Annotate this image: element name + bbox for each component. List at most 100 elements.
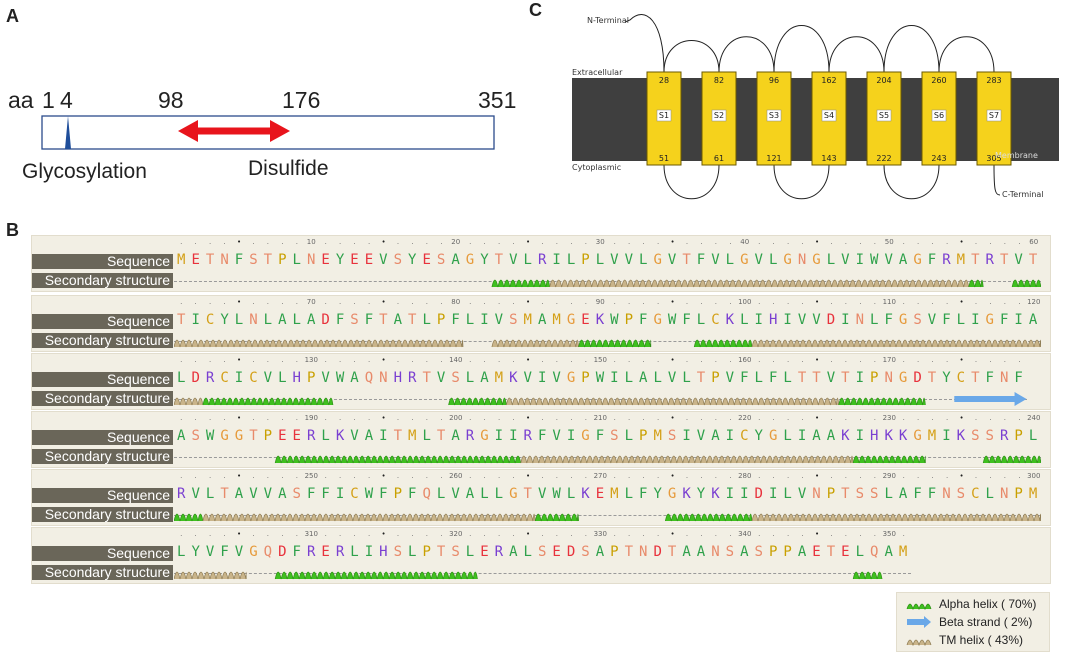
residue: W: [552, 486, 561, 502]
residue: K: [956, 428, 966, 444]
ruler-mark: 80: [451, 298, 461, 306]
ruler-mark: .: [512, 298, 515, 306]
residue: L: [278, 370, 287, 386]
ruler-mark: •: [525, 238, 531, 246]
residue: G: [667, 486, 677, 502]
residue: L: [740, 312, 749, 328]
ruler-mark: •: [959, 356, 964, 364]
ruler-mark: .: [758, 356, 761, 364]
ruler-mark: 110: [882, 298, 896, 306]
residue: L: [177, 370, 186, 386]
ruler-mark: .: [873, 238, 876, 246]
residue: T: [841, 486, 850, 502]
ruler-mark: .: [396, 414, 400, 422]
residue: F: [234, 252, 244, 268]
sequence-header: Sequence: [32, 430, 173, 445]
tm-segment-name: S1: [659, 111, 669, 120]
alpha-helix-mark: [491, 279, 551, 288]
residue: K: [509, 370, 518, 386]
residue: I: [768, 486, 778, 502]
residue: T: [624, 544, 633, 560]
residue: F: [639, 486, 648, 502]
ruler-mark: .: [555, 238, 559, 246]
ruler-mark: .: [1018, 238, 1021, 246]
ruler-mark: 270: [593, 472, 607, 480]
alpha-helix-mark: [982, 455, 1041, 464]
ruler-mark: .: [223, 356, 226, 364]
ruler-mark: .: [353, 530, 356, 538]
ruler-mark: 100: [738, 298, 752, 306]
ruler-mark: .: [425, 530, 428, 538]
ruler-mark: .: [656, 530, 660, 538]
tm-segment-name: S3: [769, 111, 779, 120]
residue: R: [537, 252, 547, 268]
ruler-mark: .: [931, 238, 934, 246]
residue: A: [480, 370, 489, 386]
residue: S: [754, 544, 763, 560]
residue: T: [971, 252, 980, 268]
ruler-mark: .: [339, 414, 342, 422]
ruler-mark: .: [411, 472, 414, 480]
residue: V: [234, 544, 244, 560]
ruler-mark: .: [685, 414, 689, 422]
tm-segment-bottom-position: 143: [821, 154, 836, 163]
ruler-mark: 290: [882, 472, 896, 480]
ruler-mark: .: [555, 356, 559, 364]
residue: T: [494, 252, 504, 268]
residue: G: [985, 312, 994, 328]
residue: T: [1028, 252, 1038, 268]
ruler-mark: .: [613, 414, 616, 422]
ruler-mark: .: [252, 356, 255, 364]
residue: V: [812, 312, 821, 328]
residue: T: [220, 486, 229, 502]
residue: C: [249, 370, 258, 386]
tm-helix-mark: [174, 571, 247, 580]
ruler-mark: .: [1003, 298, 1006, 306]
residue: T: [797, 370, 807, 386]
residue: V: [263, 370, 273, 386]
residue: L: [292, 312, 301, 328]
ruler-mark: .: [902, 356, 905, 364]
residue: M: [956, 252, 966, 268]
residue: C: [740, 428, 749, 444]
ruler-mark: .: [295, 472, 298, 480]
residue: V: [321, 370, 330, 386]
ruler-mark: .: [252, 298, 255, 306]
ruler-mark: .: [483, 414, 486, 422]
ruler-mark: .: [396, 238, 400, 246]
residue: I: [855, 428, 864, 444]
ruler-mark: .: [945, 472, 949, 480]
alpha-helix-mark: [202, 397, 334, 406]
residue: R: [205, 370, 215, 386]
ruler-mark: .: [844, 414, 848, 422]
residue: M: [653, 428, 662, 444]
tm-segment-name: S6: [934, 111, 944, 120]
residue: G: [768, 428, 778, 444]
residue: T: [205, 252, 215, 268]
ruler-mark: .: [584, 472, 587, 480]
residue: D: [754, 486, 763, 502]
ruler-mark: .: [917, 356, 920, 364]
residue: V: [552, 428, 561, 444]
tm-segment-bottom-position: 51: [659, 154, 669, 163]
ruler-mark: •: [236, 356, 242, 364]
ruler-mark: .: [411, 530, 414, 538]
tm-segment-top-position: 28: [659, 76, 669, 85]
secondary-structure-header: Secondary structure: [32, 391, 173, 406]
ruler-mark: .: [613, 472, 616, 480]
ruler-mark: .: [194, 238, 197, 246]
residue: F: [595, 428, 605, 444]
ruler-mark: •: [814, 414, 820, 422]
residue: M: [552, 312, 561, 328]
residue: L: [465, 312, 475, 328]
tm-helix-mark: [751, 513, 1041, 522]
residue: V: [451, 486, 460, 502]
ruler-mark: .: [700, 472, 703, 480]
residue: G: [913, 252, 922, 268]
sequence-header: Sequence: [32, 372, 173, 387]
ruler-mark: .: [570, 414, 573, 422]
ruler-mark: .: [974, 356, 978, 364]
ruler-mark: 250: [304, 472, 318, 480]
ruler-mark: .: [425, 414, 428, 422]
